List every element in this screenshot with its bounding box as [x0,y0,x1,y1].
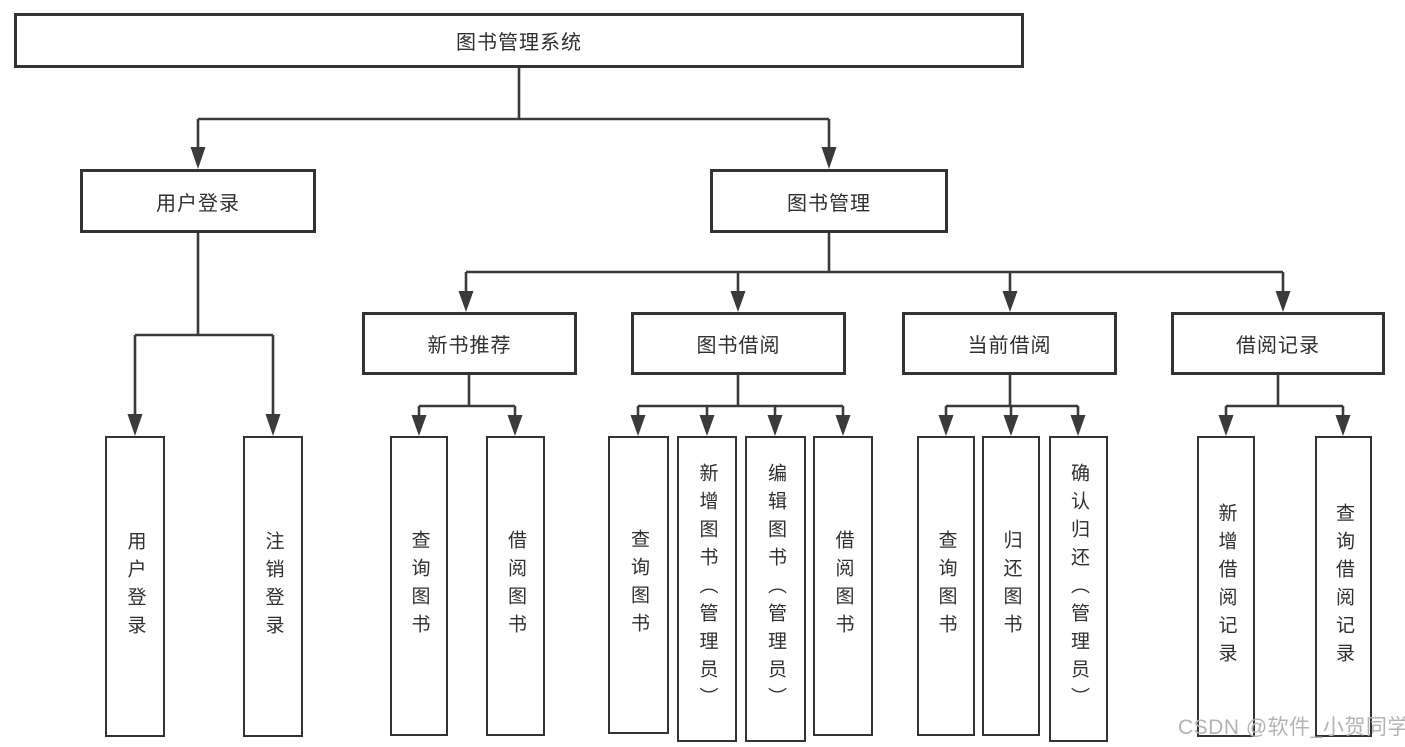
node-new-book-recommend: 新书推荐 [362,312,577,375]
node-label: 用户登录 [156,192,240,215]
node-label: 注销登录 [262,530,284,643]
leaf-query-books-borrow: 查询图书 [608,436,669,734]
leaf-return-books: 归还图书 [982,436,1040,736]
leaf-borrow-books: 借阅图书 [813,436,873,736]
node-label: 图书管理系统 [456,32,582,54]
node-label: 确认归还（管理员） [1068,463,1089,715]
node-label: 当前借阅 [967,335,1052,357]
leaf-query-books-current: 查询图书 [917,436,975,736]
node-user-login: 用户登录 [80,169,316,233]
node-label: 用户登录 [124,530,146,643]
leaf-add-books-admin: 新增图书（管理员） [677,436,737,742]
node-label: 借阅记录 [1236,335,1320,357]
node-current-borrowing: 当前借阅 [902,312,1117,375]
leaf-query-borrow-record: 查询借阅记录 [1315,436,1372,737]
node-book-management: 图书管理 [710,169,948,233]
node-label: 编辑图书（管理员） [765,463,786,715]
node-label: 图书管理 [787,192,871,215]
arrowheads [127,147,1351,436]
leaf-add-borrow-record: 新增借阅记录 [1197,436,1255,737]
node-label: 新增图书（管理员） [696,463,718,715]
node-label: 查询图书 [935,530,957,642]
leaf-borrow-books-recommend: 借阅图书 [486,436,545,736]
node-label: 借阅图书 [832,530,854,642]
node-label: 借阅图书 [505,530,526,642]
node-library-management-system: 图书管理系统 [14,13,1024,68]
leaf-edit-books-admin: 编辑图书（管理员） [745,436,806,742]
node-label: 新增借阅记录 [1215,502,1237,671]
node-label: 查询图书 [628,529,649,641]
leaf-confirm-return-admin: 确认归还（管理员） [1049,436,1108,742]
node-label: 查询借阅记录 [1333,502,1354,671]
leaf-query-books-recommend: 查询图书 [390,436,448,736]
leaf-logout: 注销登录 [243,436,303,737]
node-label: 新书推荐 [427,335,512,357]
node-book-borrowing: 图书借阅 [631,312,846,375]
leaf-user-login: 用户登录 [105,436,165,737]
node-borrowing-records: 借阅记录 [1171,312,1385,375]
node-label: 归还图书 [1000,530,1022,642]
csdn-watermark: CSDN @软件_小贺同学 [1178,716,1405,739]
node-label: 查询图书 [408,530,430,642]
node-label: 图书借阅 [696,335,781,357]
